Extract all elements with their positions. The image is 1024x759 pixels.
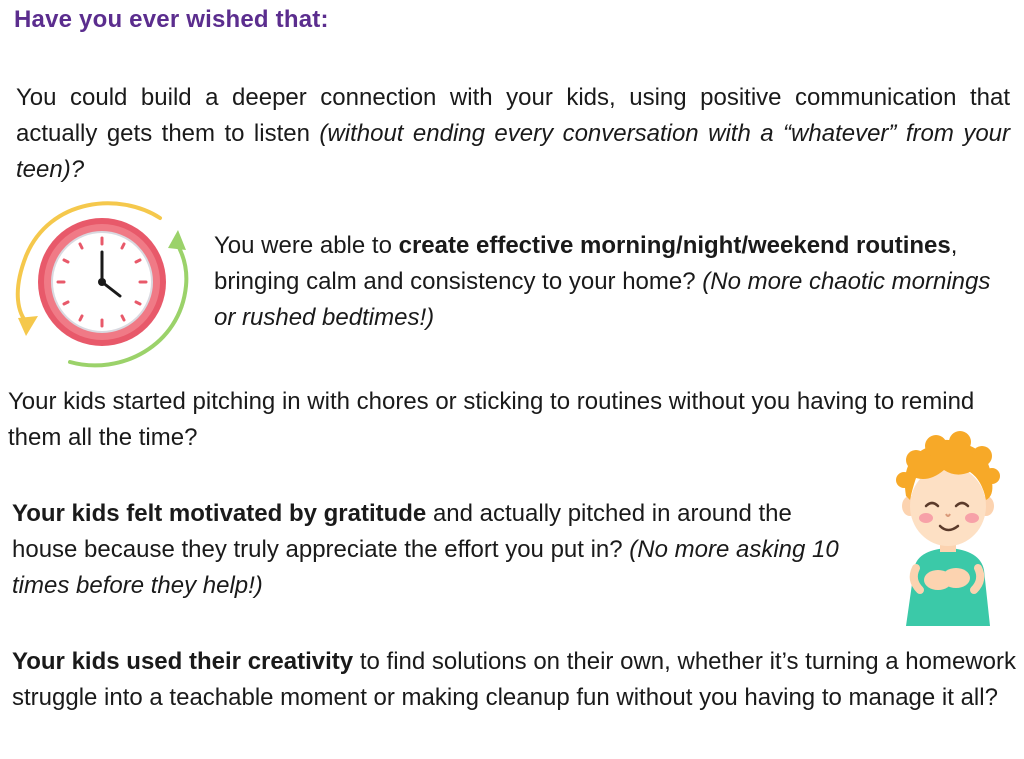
paragraph-text: You could build a deeper connection with… bbox=[16, 84, 1010, 147]
wish-paragraph-creativity: Your kids used their creativity to find … bbox=[12, 644, 1016, 716]
paragraph-italic: (without ending every conversation with … bbox=[16, 120, 1011, 183]
paragraph-text: Your kids started pitching in with chore… bbox=[8, 388, 975, 451]
grateful-boy-illustration bbox=[896, 431, 1000, 626]
paragraph-text: and actually pitched in around the house… bbox=[12, 500, 792, 563]
paragraph-italic: (No more chaotic mornings or rushed bedt… bbox=[214, 268, 991, 331]
wish-paragraph-routines: You were able to create effective mornin… bbox=[214, 228, 1014, 336]
paragraph-bold: Your kids felt motivated by gratitude bbox=[12, 500, 427, 527]
paragraph-italic: (No more asking 10 times before they hel… bbox=[12, 536, 839, 599]
wish-paragraph-gratitude: Your kids felt motivated by gratitude an… bbox=[12, 496, 862, 604]
paragraph-text: , bringing calm and consistency to your … bbox=[214, 232, 958, 295]
paragraph-bold: Your kids used their creativity bbox=[12, 648, 354, 675]
paragraph-text: to find solutions on their own, whether … bbox=[12, 648, 1017, 711]
paragraph-bold: create effective morning/night/weekend r… bbox=[398, 232, 951, 259]
paragraph-lead: You were able to bbox=[214, 232, 399, 259]
clock-icon bbox=[15, 201, 189, 368]
page-heading: Have you ever wished that: bbox=[14, 6, 329, 33]
wish-paragraph-connection: You could build a deeper connection with… bbox=[16, 80, 1010, 188]
wish-paragraph-chores: Your kids started pitching in with chore… bbox=[8, 384, 1016, 456]
